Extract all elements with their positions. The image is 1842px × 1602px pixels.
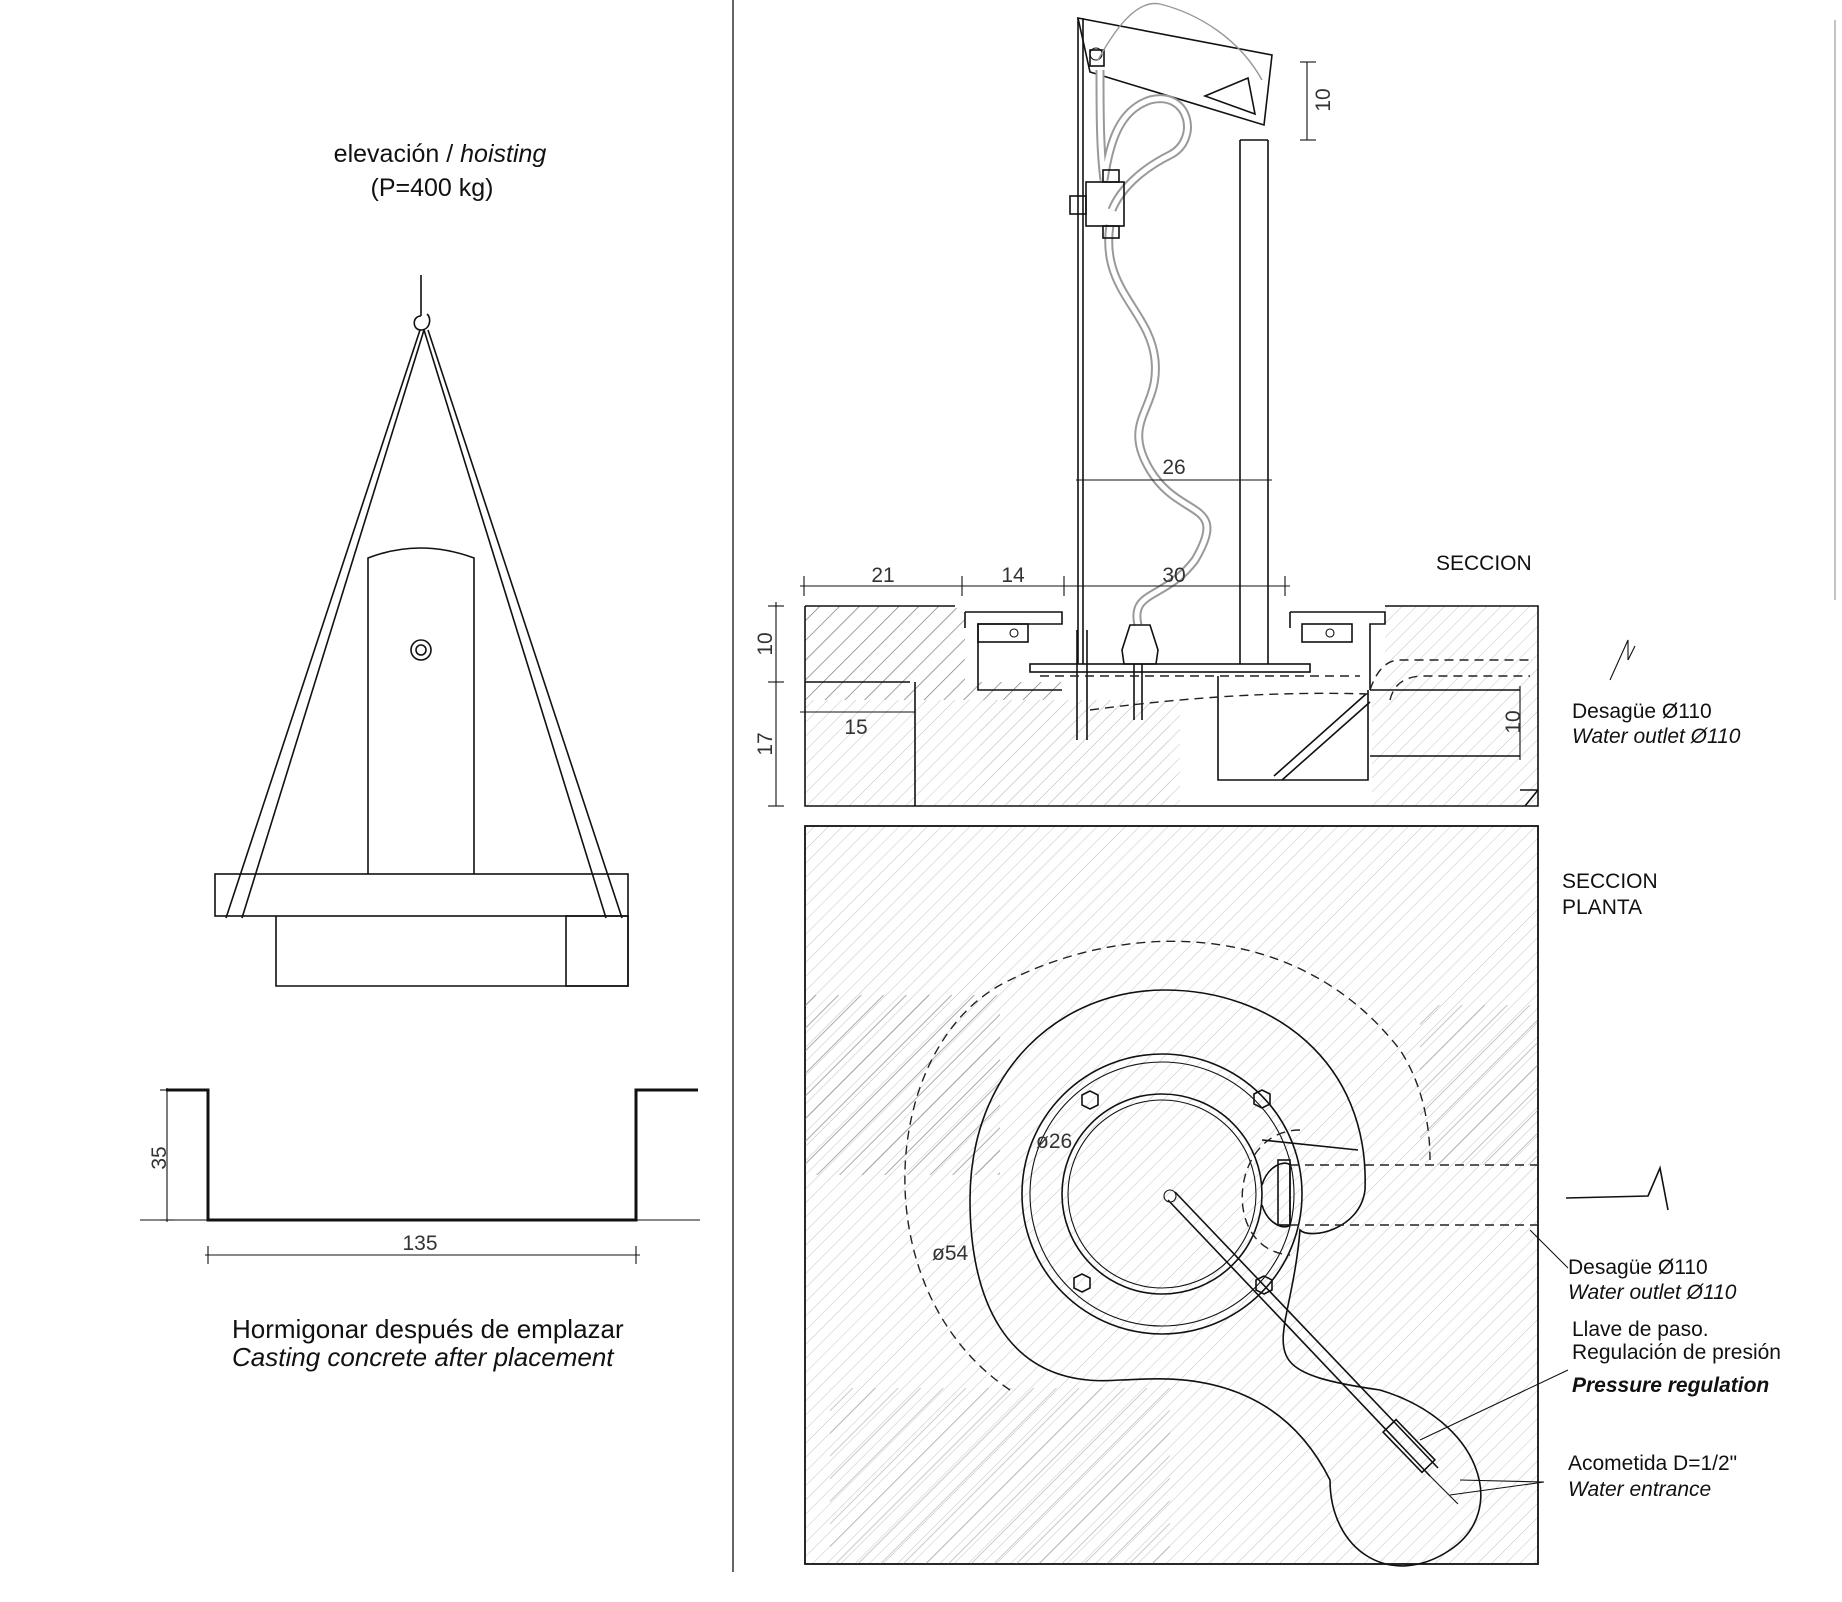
svg-text:17: 17	[754, 732, 777, 755]
fountain-column	[367, 547, 475, 874]
fountain-base	[214, 873, 629, 987]
supply-valve-icon	[1381, 1418, 1437, 1474]
valve-en: Pressure regulation	[1572, 1374, 1769, 1397]
hose-connector	[1121, 624, 1159, 665]
hose	[1095, 2, 1263, 626]
excavation-pit: 35 135	[140, 1088, 700, 1264]
dim-outlet-10: 10	[1502, 710, 1525, 733]
slings	[225, 329, 623, 919]
column-ring	[1061, 1093, 1263, 1295]
svg-text:10: 10	[1312, 88, 1335, 111]
svg-text:10: 10	[754, 632, 777, 655]
dim-base-vertical: 10 17	[754, 602, 784, 807]
note-casting-en: Casting concrete after placement	[232, 1342, 615, 1372]
dim-chain: 21 14 30	[800, 564, 1290, 596]
section-column	[1076, 16, 1273, 664]
dim-35: 35	[148, 1146, 171, 1169]
valve-es-2: Regulación de presión	[1572, 1341, 1781, 1364]
plan-outlet-en: Water outlet Ø110	[1568, 1281, 1737, 1304]
plan-label-1: SECCION	[1562, 870, 1658, 893]
hook-icon	[413, 275, 431, 331]
section-view: 10 26 21 14 30	[754, 2, 1741, 807]
plan-body	[969, 989, 1482, 1567]
section-outlet-es: Desagüe Ø110	[1572, 700, 1712, 723]
hoisting-elevation: elevación / hoisting (P=400 kg)	[140, 140, 700, 1372]
svg-text:26: 26	[1162, 456, 1185, 479]
dim-top-10: 10	[1300, 61, 1335, 141]
hoisting-title: elevación / hoisting	[334, 140, 547, 168]
plan-label-2: PLANTA	[1562, 896, 1642, 919]
dim-column-26: 26	[1076, 456, 1272, 481]
arc-dia-54	[904, 940, 1431, 1391]
svg-text:14: 14	[1001, 564, 1025, 587]
section-label: SECCION	[1436, 552, 1532, 575]
dia-26: ø26	[1036, 1130, 1072, 1153]
valve-icon	[1069, 169, 1125, 239]
plan-view: ø26 ø54 SECCION PLANTA Desagüe Ø110 Wate…	[804, 825, 1781, 1567]
valve-es-1: Llave de paso.	[1572, 1318, 1709, 1341]
section-outlet-en: Water outlet Ø110	[1572, 725, 1741, 748]
hoisting-weight: (P=400 kg)	[371, 174, 494, 202]
svg-text:21: 21	[871, 564, 894, 587]
note-casting-es: Hormigonar después de emplazar	[232, 1314, 624, 1344]
bolt-icons	[1073, 1089, 1273, 1295]
plan-outlet-es: Desagüe Ø110	[1568, 1256, 1708, 1279]
entrance-en: Water entrance	[1568, 1478, 1711, 1501]
dim-135: 135	[402, 1232, 437, 1255]
leader-lines	[1419, 1229, 1569, 1496]
section-base: 10 15	[800, 605, 1636, 807]
entrance-es: Acometida D=1/2"	[1568, 1452, 1737, 1475]
mounting-ring	[1021, 1053, 1303, 1335]
svg-text:30: 30	[1162, 564, 1185, 587]
svg-text:15: 15	[844, 716, 867, 739]
dia-54: ø54	[932, 1242, 969, 1265]
